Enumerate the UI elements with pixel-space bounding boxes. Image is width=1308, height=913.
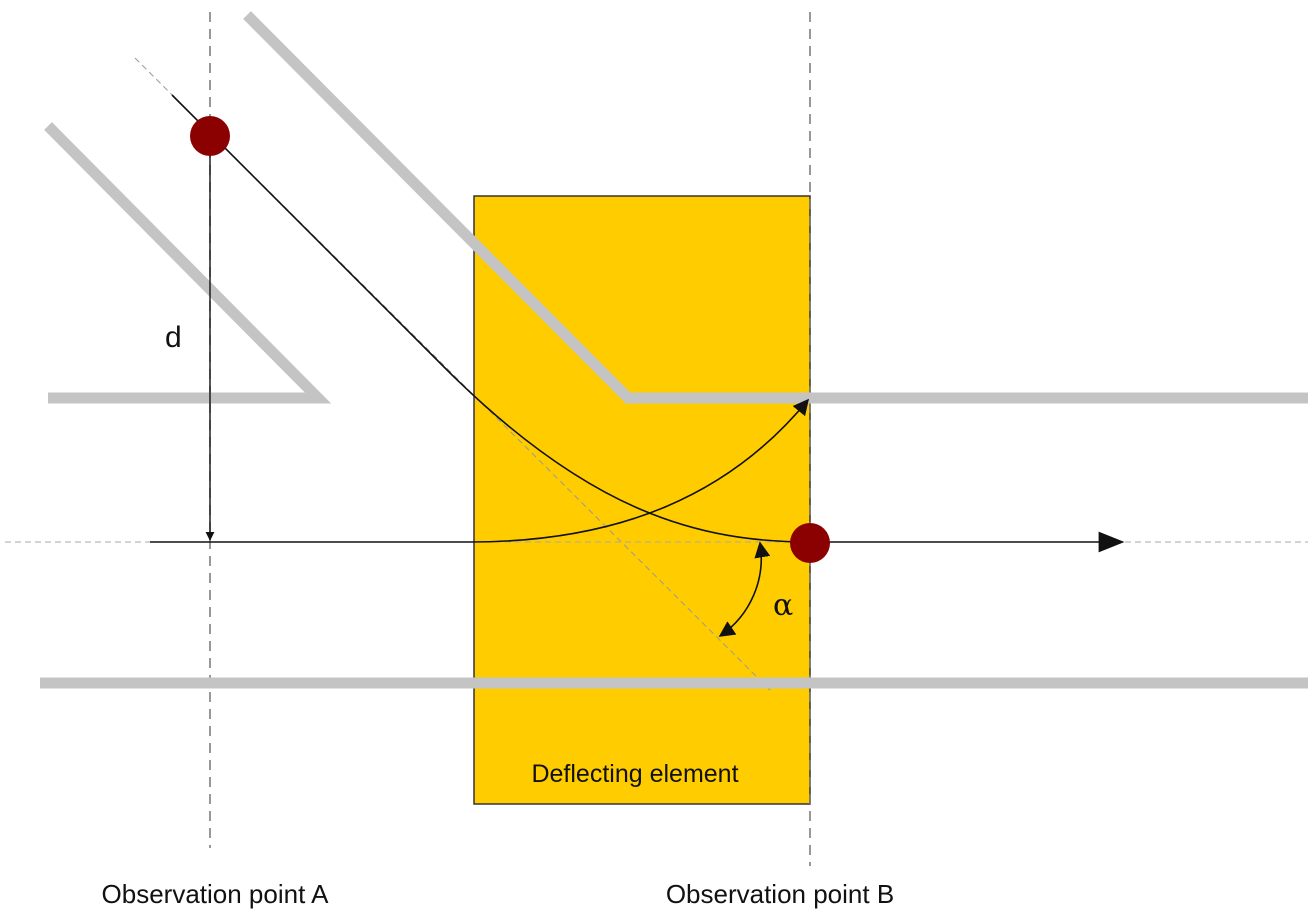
observation-point-b-label: Observation point B — [666, 879, 894, 909]
particle-b — [790, 523, 830, 563]
angle-label: α — [773, 588, 793, 623]
observation-point-a-label: Observation point A — [102, 879, 330, 909]
distance-label: d — [165, 321, 182, 354]
beam-guide-left — [44, 122, 332, 404]
angle-arc — [718, 541, 771, 637]
deflecting-element-label: Deflecting element — [531, 760, 738, 788]
beam-guides — [40, 11, 1308, 689]
upward-trajectory — [150, 398, 810, 543]
beam-guide-upper — [243, 11, 1308, 404]
particle-a — [190, 116, 230, 156]
deflected-trajectory — [171, 94, 811, 543]
